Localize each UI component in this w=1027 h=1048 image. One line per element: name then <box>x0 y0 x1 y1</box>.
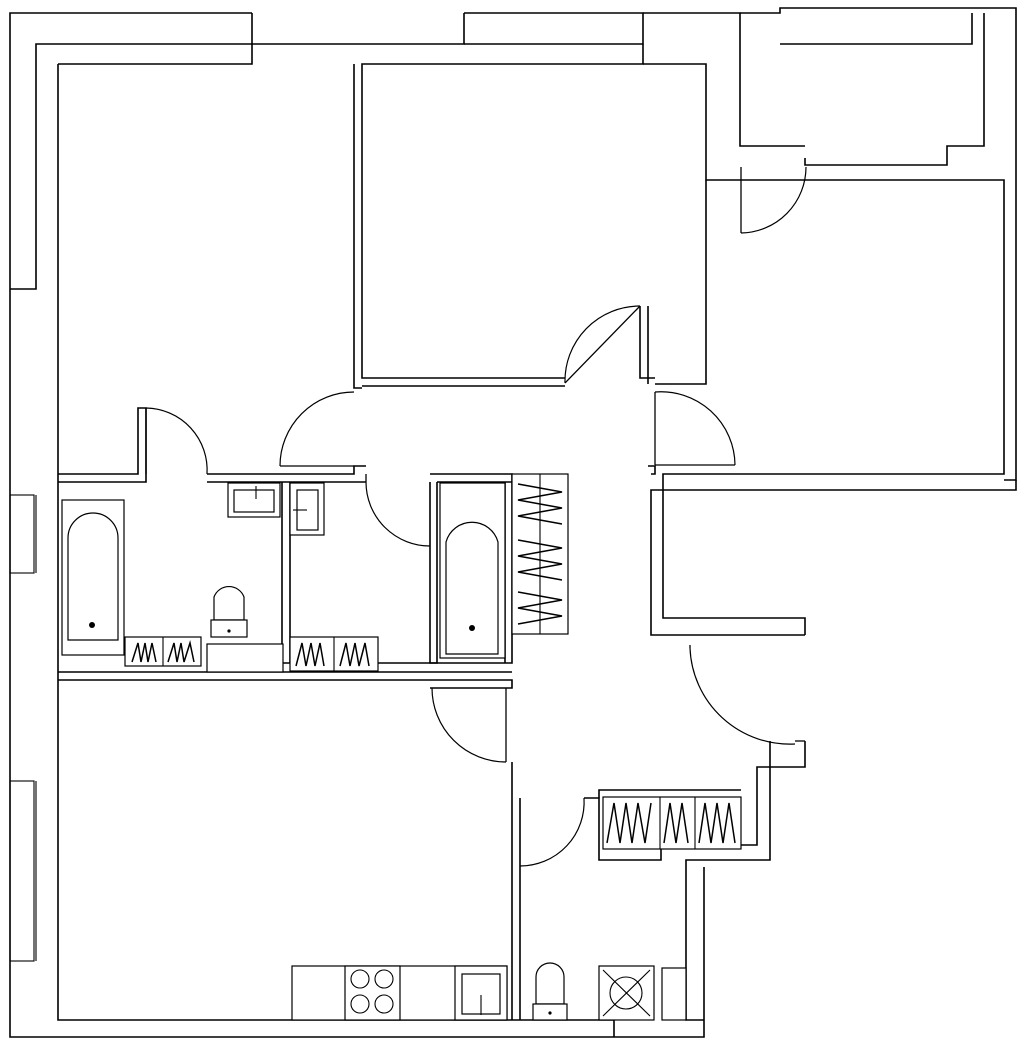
wardrobe <box>289 636 379 672</box>
boiler <box>661 967 687 1021</box>
door[interactable] <box>740 166 807 234</box>
toilet-utility <box>532 962 687 1021</box>
washbasin <box>227 482 281 518</box>
kitchen-sink <box>454 965 508 1021</box>
toilet <box>210 585 248 638</box>
washing-machine <box>598 965 655 1021</box>
outer-walls <box>9 7 1017 1038</box>
cabinet <box>206 643 284 673</box>
left-windows <box>9 494 37 962</box>
door[interactable] <box>431 687 507 763</box>
washbasin <box>289 482 325 536</box>
wardrobe <box>124 636 202 667</box>
wardrobe <box>602 796 742 850</box>
kitchen <box>291 965 508 1021</box>
bathtub <box>61 499 125 656</box>
door[interactable] <box>365 474 431 547</box>
wardrobe <box>511 473 569 635</box>
door[interactable] <box>145 407 208 475</box>
bathroom-right <box>289 473 569 672</box>
door[interactable] <box>689 645 805 745</box>
doors <box>145 166 807 867</box>
interior-walls <box>58 64 741 1020</box>
bathroom-left <box>61 482 284 673</box>
door[interactable] <box>564 305 641 384</box>
door[interactable] <box>654 391 736 466</box>
toilet <box>532 962 568 1021</box>
cooktop <box>344 965 401 1021</box>
door[interactable] <box>279 391 355 467</box>
door[interactable] <box>519 797 585 867</box>
bathtub <box>439 482 506 659</box>
